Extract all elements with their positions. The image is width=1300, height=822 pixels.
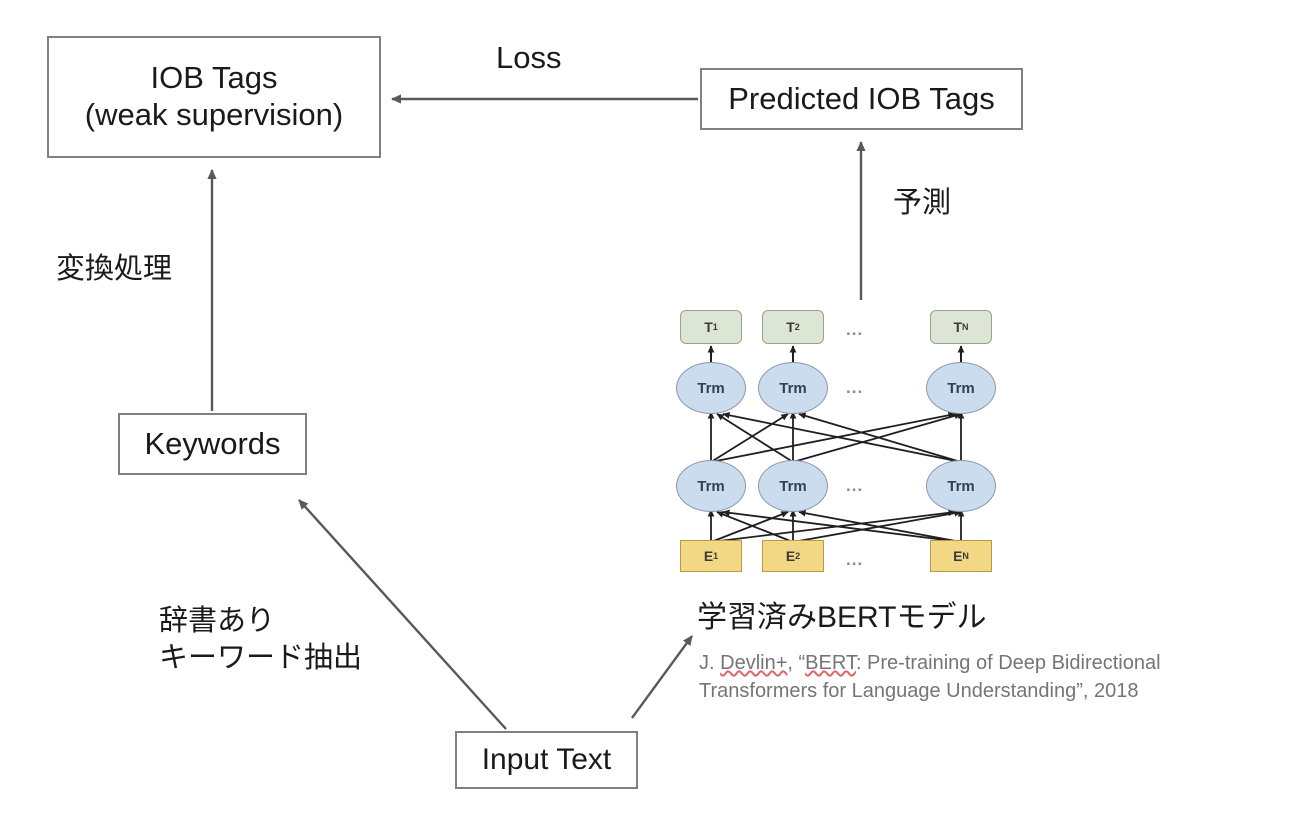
node-input-text[interactable]: Input Text — [455, 731, 638, 789]
node-keywords-label: Keywords — [144, 425, 281, 461]
citation-quote-open: , “ — [787, 652, 806, 674]
node-iob-tags[interactable]: IOB Tags (weak supervision) — [47, 36, 381, 158]
node-keywords[interactable]: Keywords — [118, 413, 307, 475]
edge-label-prediction: 予測 — [893, 187, 952, 219]
bert-output-token-1-sub: 1 — [712, 322, 718, 332]
bert-transformer-layer1-ellipsis: ... — [846, 476, 864, 495]
bert-output-token-n-sub: N — [962, 322, 969, 332]
bert-transformer-layer2-n: Trm — [926, 362, 996, 414]
bert-embedding-2-sub: 2 — [795, 551, 801, 561]
bert-embedding-1-sub: 1 — [713, 551, 719, 561]
bert-output-ellipsis: ... — [846, 320, 864, 339]
bert-embedding-n-label: E — [953, 548, 963, 564]
bert-transformer-layer2-1: Trm — [676, 362, 746, 414]
bert-transformer-layer1-2: Trm — [758, 460, 828, 512]
bert-connector-layer — [707, 345, 965, 543]
node-predicted-iob-tags[interactable]: Predicted IOB Tags — [700, 68, 1023, 130]
citation-author-prefix: J. — [699, 652, 721, 674]
edge-label-conversion: 変換処理 — [56, 253, 173, 285]
node-input-text-label: Input Text — [481, 743, 612, 777]
citation-title-part2: Transformers for Language Understanding”… — [699, 679, 1139, 702]
bert-transformer-layer1-n-label: Trm — [947, 477, 975, 495]
bert-citation: J. Devlin+, “BERT: Pre-training of Deep … — [699, 650, 1279, 705]
bert-transformer-layer2-n-label: Trm — [947, 379, 975, 397]
bert-transformer-layer1-1: Trm — [676, 460, 746, 512]
bert-output-token-2-label: T — [786, 319, 795, 335]
bert-embedding-n-sub: N — [962, 551, 969, 561]
citation-title-part1: : Pre-training of Deep Bidirectional — [855, 652, 1161, 674]
bert-embedding-2-label: E — [785, 548, 796, 564]
bert-transformer-layer2-2-label: Trm — [779, 379, 807, 397]
citation-model-name: BERT — [805, 652, 856, 674]
bert-output-token-n-label: T — [953, 319, 963, 335]
bert-output-token-1-label: T — [704, 319, 713, 335]
bert-transformer-layer2-ellipsis: ... — [846, 378, 864, 397]
bert-transformer-layer2-1-label: Trm — [697, 379, 725, 397]
bert-transformer-layer1-n: Trm — [926, 460, 996, 512]
bert-output-token-2-sub: 2 — [794, 322, 800, 332]
edge-label-loss: Loss — [496, 40, 562, 75]
bert-transformer-layer1-2-label: Trm — [779, 477, 807, 495]
arrow-input-to-bert — [631, 635, 693, 719]
bert-embedding-ellipsis: ... — [846, 550, 864, 569]
bert-embedding-1-label: E — [703, 548, 714, 564]
node-iob-tags-label: IOB Tags (weak supervision) — [84, 60, 344, 132]
citation-author: Devlin+ — [720, 652, 788, 674]
edge-label-keyword-extraction: 辞書あり キーワード抽出 — [159, 605, 363, 675]
arrow-keyword-extraction — [298, 499, 507, 730]
node-predicted-iob-tags-label: Predicted IOB Tags — [728, 80, 995, 116]
bert-transformer-layer1-1-label: Trm — [697, 477, 725, 495]
bert-model-caption: 学習済みBERTモデル — [697, 601, 987, 634]
bert-transformer-layer2-2: Trm — [758, 362, 828, 414]
